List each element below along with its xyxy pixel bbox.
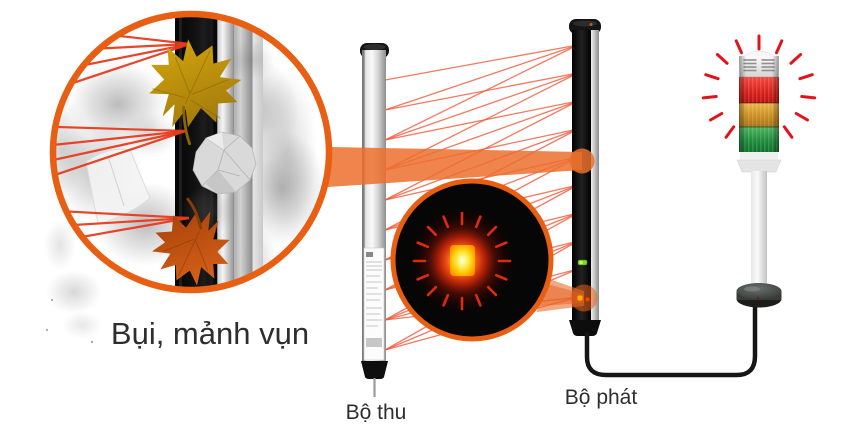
stray-dust (44, 219, 102, 344)
indicator-led-amber (577, 295, 583, 301)
indicator-callout-ring (390, 178, 554, 342)
connection-cable (584, 303, 758, 378)
receiver-bottom-cap (361, 361, 388, 379)
maple-leaf-orange-icon (140, 194, 246, 288)
dust-callout-pointer (328, 147, 595, 187)
transmitter-bottom-cap (569, 320, 601, 336)
dust-callout-ring (49, 10, 333, 294)
dust-debris-label: Bụi, mảnh vụn (111, 316, 309, 351)
tower-pole (751, 171, 767, 293)
tower-base-collar (736, 152, 782, 173)
signal-tower-light (701, 34, 817, 308)
receiver-bar (360, 43, 389, 397)
receiver-label: Bộ thu (346, 401, 407, 424)
transmitter-body (572, 30, 591, 322)
dust-callout (44, 10, 333, 344)
top-cap-led (589, 23, 593, 26)
transmitter-bar (569, 19, 601, 336)
callout-band (328, 147, 582, 187)
indicator-flash-dashes (412, 211, 512, 311)
indicator-dot-halo (570, 284, 598, 312)
indicator-led-red (585, 297, 590, 302)
fabric-scrap-icon (85, 148, 151, 225)
transmitter-label: Bộ phát (565, 386, 638, 409)
beam-highlight-dot (569, 148, 595, 174)
paper-ball-icon (192, 131, 257, 195)
receiver-spec-label (363, 247, 385, 361)
indicator-lens (450, 245, 475, 276)
tower-base-disc (736, 283, 782, 308)
maple-leaf-yellow-icon (130, 25, 255, 148)
indicator-callout (390, 178, 598, 342)
